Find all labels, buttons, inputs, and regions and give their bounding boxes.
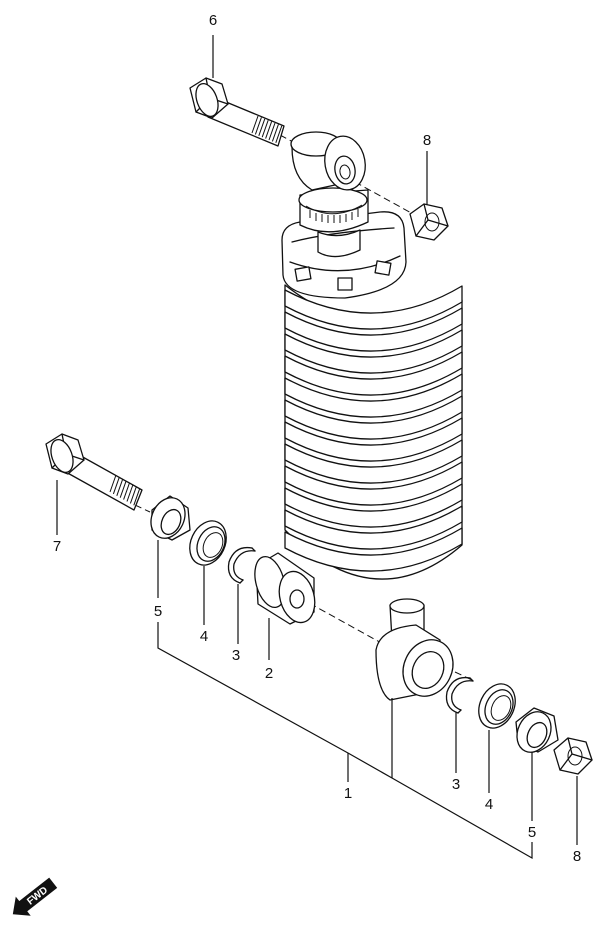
callout-8-upper: 8 [423, 132, 431, 149]
shock-bottom-eye [375, 624, 454, 701]
spring-coil [284, 505, 463, 550]
bolt-thread [129, 486, 137, 504]
spring-coil [284, 483, 463, 528]
callout-8-lower: 8 [573, 848, 581, 865]
bolt-thread [109, 474, 117, 493]
spring-coil [284, 417, 463, 462]
shock-top-collar [298, 187, 369, 258]
callout-1: 1 [344, 785, 352, 802]
callout-5-right: 5 [528, 824, 536, 841]
collar-left [150, 495, 191, 541]
spring-coil [284, 527, 463, 572]
callout-4-left: 4 [200, 628, 208, 645]
spring-coil [284, 351, 463, 396]
bushing [254, 552, 316, 625]
upper-mounting-bolt [189, 77, 285, 147]
callout-3-left: 3 [232, 647, 240, 664]
lower-mounting-bolt [45, 433, 143, 511]
coil-spring [284, 284, 463, 580]
spring-coil [284, 285, 463, 330]
circlip-left [227, 546, 256, 584]
bolt-thread [112, 476, 120, 495]
callout-5-left: 5 [154, 603, 162, 620]
leader-lines [56, 35, 578, 860]
bolt-thread [123, 482, 131, 500]
spring-coil [284, 395, 463, 440]
shock-top-eye [290, 131, 366, 191]
spring-coil [284, 439, 463, 484]
spring-coil [284, 461, 463, 506]
fwd-arrow-icon: FWD [12, 877, 58, 916]
bolt-thread [268, 122, 276, 141]
bolt-thread [254, 117, 262, 135]
callout-7: 7 [53, 538, 61, 555]
bolt-thread [271, 124, 279, 142]
bolt-thread [265, 121, 273, 139]
callouts: 6 8 7 5 4 3 2 1 3 4 5 8 [53, 12, 581, 865]
bolt-thread [119, 480, 127, 498]
spring-coil [284, 307, 463, 352]
bolt-thread [126, 484, 134, 502]
bolt-thread [251, 115, 259, 134]
callout-6: 6 [209, 12, 217, 29]
upper-nut [409, 203, 449, 241]
callout-2: 2 [265, 665, 273, 682]
callout-4-right: 4 [485, 796, 493, 813]
spring-coil [284, 373, 463, 418]
bolt-thread [261, 120, 269, 138]
spring-coil [284, 329, 463, 374]
bolt-thread [258, 118, 266, 136]
callout-3-right: 3 [452, 776, 460, 793]
bolt-thread [116, 478, 124, 496]
collar-right [515, 707, 559, 753]
circlip-right [445, 676, 474, 714]
oil-seal-left [189, 520, 227, 566]
bolt-thread [133, 488, 141, 506]
oil-seal-right [478, 683, 516, 729]
lower-nut [553, 737, 593, 775]
bolt-thread [275, 125, 283, 143]
